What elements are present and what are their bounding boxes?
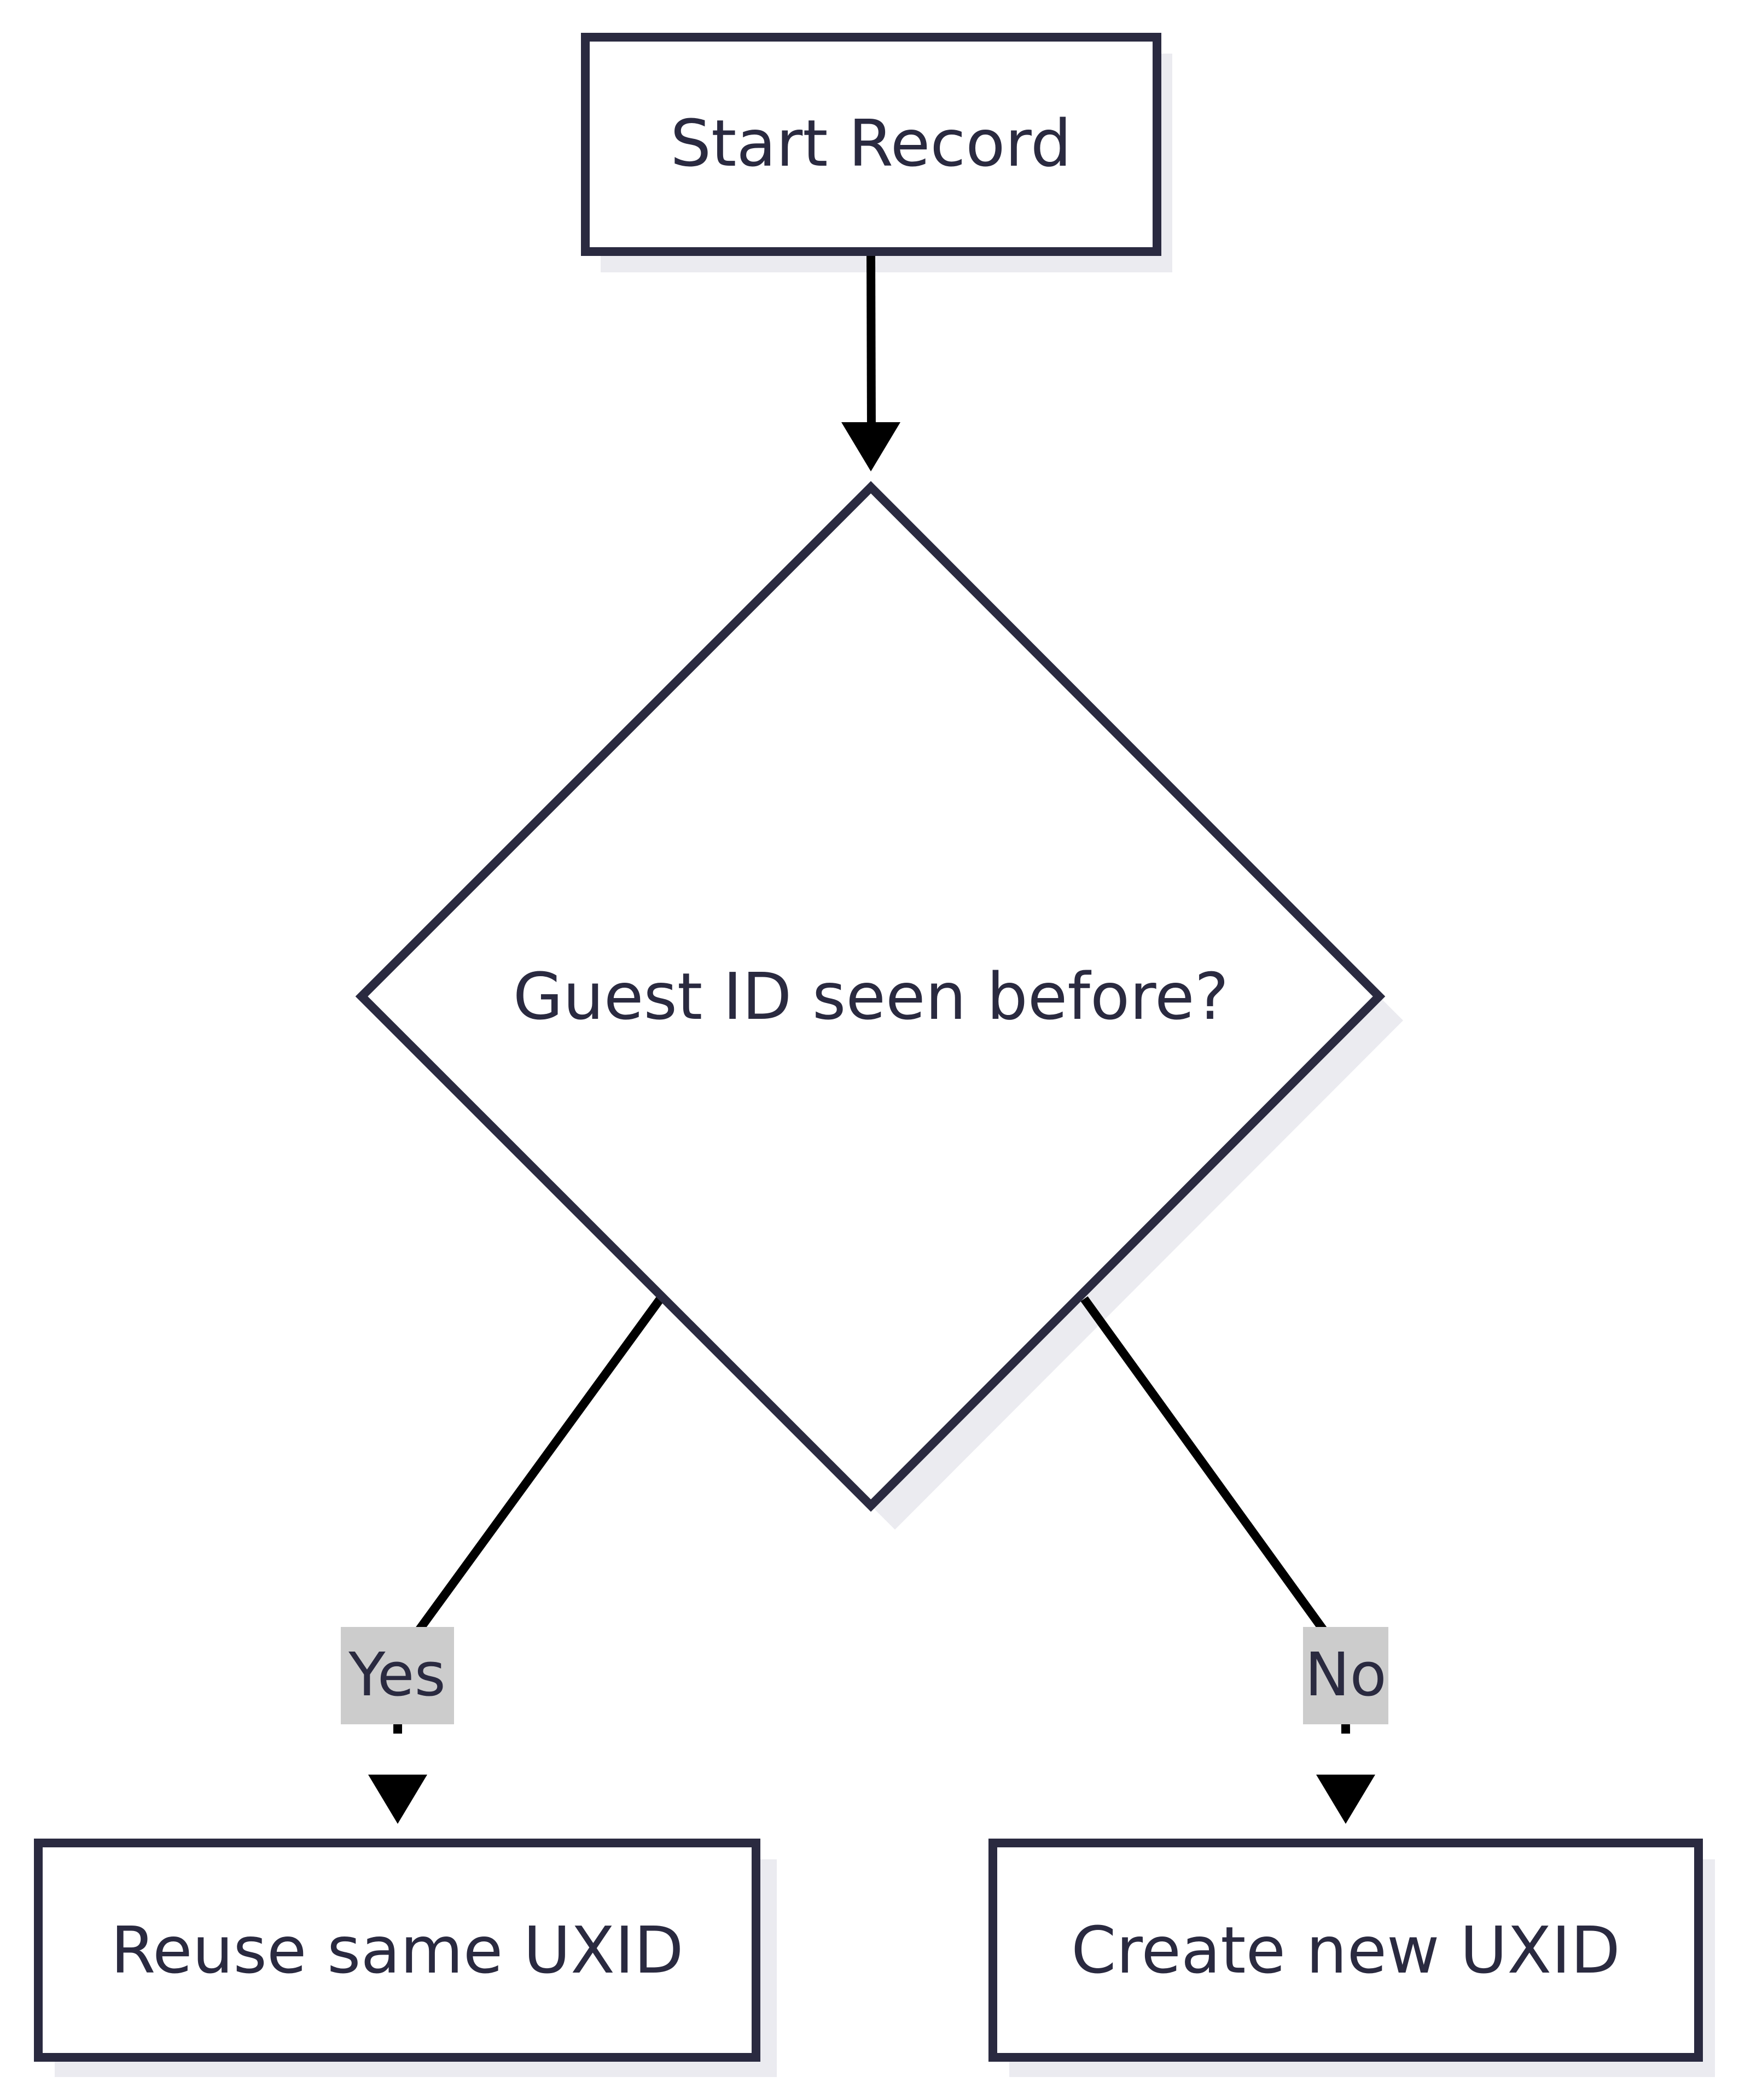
create-node-label: Create new UXID xyxy=(1071,1912,1620,1988)
decision-node[interactable] xyxy=(355,481,1386,1512)
create-node[interactable] xyxy=(988,1839,1703,2062)
decision-node-label: Guest ID seen before? xyxy=(513,959,1229,1034)
reuse-node[interactable] xyxy=(34,1839,760,2062)
start-node-label: Start Record xyxy=(670,106,1071,181)
arrowhead-yes xyxy=(368,1775,427,1824)
edge-yes-label: Yes xyxy=(348,1640,446,1710)
arrowhead-no xyxy=(1316,1775,1375,1824)
edge-no-label: No xyxy=(1305,1640,1387,1710)
reuse-node-label: Reuse same UXID xyxy=(110,1912,683,1988)
edge-yes-label-bg xyxy=(341,1627,454,1724)
arrowhead-start-to-decision xyxy=(841,422,900,471)
start-node[interactable] xyxy=(581,33,1161,256)
edge-no-label-bg xyxy=(1303,1627,1388,1724)
